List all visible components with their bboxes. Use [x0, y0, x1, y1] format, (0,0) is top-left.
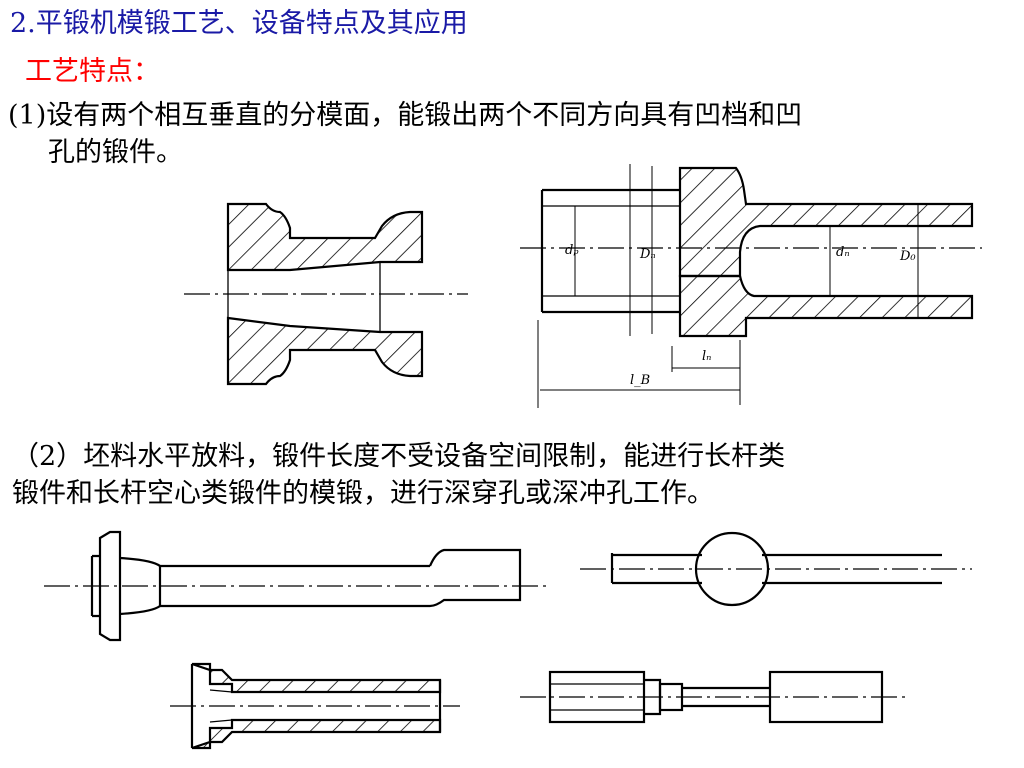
upset-forging-dimensioned: dₚ Dₙ dₙ D₀ lₙ l_B	[520, 164, 982, 408]
page-title: 2.平锻机模锻工艺、设备特点及其应用	[10, 8, 468, 39]
label-Dn: Dₙ	[639, 247, 656, 262]
point-1-line-1: (1)设有两个相互垂直的分模面，能锻出两个不同方向具有凹档和凹	[8, 100, 803, 131]
hollow-flanged-tube-forging	[170, 662, 460, 750]
long-rod-flange-forging	[44, 530, 548, 642]
label-ln: lₙ	[702, 349, 711, 364]
rod-ball-forging	[580, 531, 972, 607]
stepped-hollow-rod-forging	[520, 670, 908, 724]
label-lB: l_B	[630, 373, 650, 388]
section-subtitle: 工艺特点：	[25, 56, 160, 87]
label-dp: dₚ	[565, 243, 579, 258]
point-2-line-2: 锻件和长杆空心类锻件的模锻，进行深穿孔或深冲孔工作。	[12, 478, 714, 509]
point-2-line-1: （2）坯料水平放料，锻件长度不受设备空间限制，能进行长杆类	[12, 441, 786, 472]
label-dn: dₙ	[836, 245, 850, 260]
point-1-line-2: 孔的锻件。	[48, 137, 183, 168]
spool-forging-section	[184, 202, 468, 386]
label-D0: D₀	[899, 249, 916, 264]
